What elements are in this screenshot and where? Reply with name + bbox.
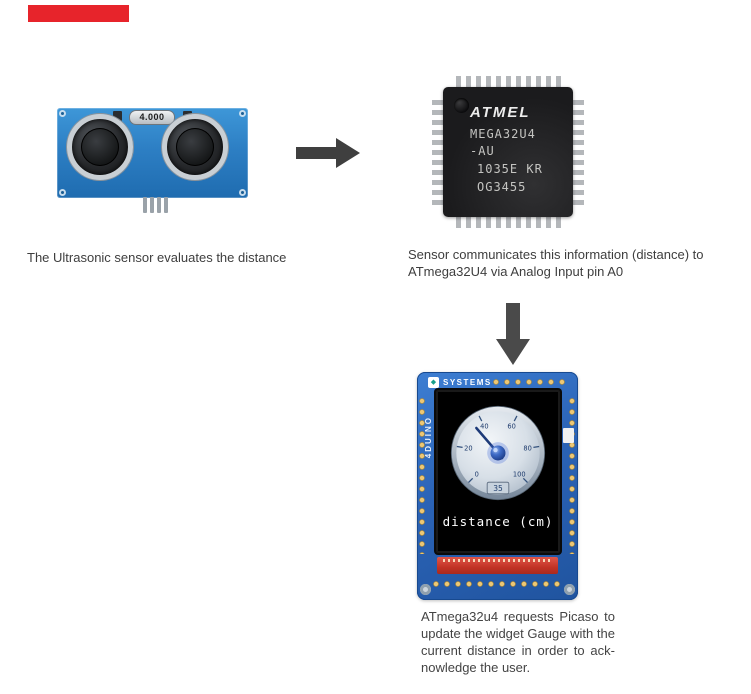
- 4dsystems-logo: ◆ SYSTEMS: [428, 377, 492, 388]
- atmega32u4-chip-image: ATMEL MEGA32U4 -AU 1035E KR OG3455: [432, 76, 584, 228]
- step2-caption-line1: Sensor communicates this information (di…: [408, 247, 704, 262]
- module-pcb: ◆ SYSTEMS 4DUINO: [417, 372, 578, 600]
- step3-caption-line1: ATmega32u4 requests Picaso to: [421, 609, 615, 624]
- display-screen: 0 20 40 60 80 100 35 distance (cm): [436, 390, 560, 553]
- transducer-right: [162, 114, 228, 180]
- step2-caption-line2: ATmega32U4 via Analog Input pin A0: [408, 264, 624, 279]
- transducer-left: [67, 114, 133, 180]
- fpc-connector: [437, 557, 558, 574]
- display-module-image: ◆ SYSTEMS 4DUINO: [417, 372, 578, 600]
- brand-label: SYSTEMS: [443, 378, 492, 387]
- chip-pins-left: [432, 100, 443, 205]
- step3-caption-line2: update the widget Gauge with the: [421, 626, 615, 641]
- transducer-mesh: [176, 128, 214, 166]
- gauge-readout-value: 35: [493, 484, 503, 493]
- svg-text:80: 80: [523, 445, 531, 453]
- svg-text:20: 20: [464, 445, 472, 453]
- step2-caption: Sensor communicates this information (di…: [408, 246, 704, 280]
- mounting-hole: [239, 110, 246, 117]
- svg-text:60: 60: [507, 422, 515, 430]
- mounting-hole: [59, 189, 66, 196]
- svg-text:0: 0: [475, 470, 479, 478]
- gauge-widget: 0 20 40 60 80 100 35: [450, 405, 546, 501]
- mounting-hole: [239, 189, 246, 196]
- board-name-vertical-label: 4DUINO: [424, 416, 433, 459]
- redacted-label: [28, 5, 129, 22]
- chip-body: ATMEL MEGA32U4 -AU 1035E KR OG3455: [443, 87, 573, 217]
- pin1-marker: [454, 98, 469, 113]
- transducer-mesh: [81, 128, 119, 166]
- sensor-header-pins: [143, 197, 168, 213]
- header-holes-right: [568, 396, 576, 554]
- chip-marking-line3: 1035E KR: [477, 162, 543, 176]
- chip-pins-top: [456, 76, 561, 87]
- header-holes-left: [418, 396, 426, 554]
- step3-caption-line4: nowledge the user.: [421, 660, 531, 675]
- step1-caption: The Ultrasonic sensor evaluates the dist…: [27, 250, 287, 265]
- screen-label: distance (cm): [442, 514, 554, 529]
- smd-component: [113, 111, 122, 121]
- chip-marking-line2: -AU: [470, 144, 495, 158]
- gauge-knob: [490, 445, 506, 461]
- chip-pins-right: [573, 100, 584, 205]
- gauge-knob-highlight: [493, 447, 498, 453]
- atmel-logo: ATMEL: [470, 104, 531, 121]
- ultrasonic-sensor-image: 4.000: [57, 108, 248, 214]
- gauge-tick-labels: 0 20 40 60 80 100: [464, 422, 532, 478]
- svg-text:100: 100: [513, 470, 526, 478]
- chip-marking-line4: OG3455: [477, 180, 527, 194]
- mounting-hole: [564, 584, 575, 595]
- header-holes-top: [491, 378, 566, 386]
- header-holes-bottom: [431, 580, 564, 588]
- step3-caption: ATmega32u4 requests Picaso to update the…: [421, 608, 615, 676]
- gauge-ticks: [456, 415, 540, 483]
- mounting-hole: [59, 110, 66, 117]
- step3-caption-line3: current distance in order to ack-: [421, 643, 615, 658]
- gauge-readout-box: [486, 481, 510, 495]
- diamond-icon: ◆: [428, 377, 439, 388]
- rev-label: [563, 428, 574, 443]
- arrow-down-icon: [496, 303, 530, 365]
- mounting-hole: [420, 584, 431, 595]
- chip-pins-bottom: [456, 217, 561, 228]
- sensor-pcb: 4.000: [57, 108, 248, 198]
- arrow-right-icon: [296, 138, 360, 168]
- oscillator-label: 4.000: [129, 110, 175, 125]
- svg-text:40: 40: [480, 422, 488, 430]
- chip-marking-line1: MEGA32U4: [470, 127, 536, 141]
